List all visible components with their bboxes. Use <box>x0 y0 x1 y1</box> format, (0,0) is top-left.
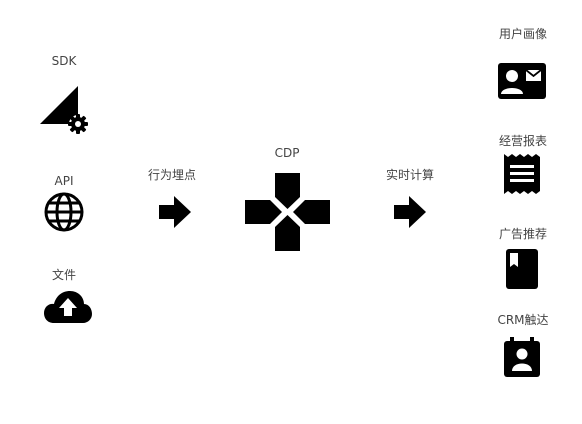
contact-mail-icon <box>498 63 546 99</box>
file-label: 文件 <box>51 268 77 282</box>
move-arrows-icon <box>245 173 330 251</box>
sdk-label: SDK <box>51 54 77 68</box>
arrow-right-icon <box>159 196 191 228</box>
compute-label: 实时计算 <box>385 168 435 182</box>
crm-label: CRM触达 <box>497 313 549 327</box>
cloud-upload-icon <box>44 290 92 324</box>
ads-label: 广告推荐 <box>498 227 548 241</box>
signal-gear-icon <box>40 86 90 134</box>
api-label: API <box>54 174 74 188</box>
receipt-icon <box>504 154 540 194</box>
profile-label: 用户画像 <box>498 27 548 41</box>
arrow-right-icon <box>394 196 426 228</box>
globe-icon <box>44 192 84 232</box>
report-label: 经营报表 <box>498 134 548 148</box>
hub-label: CDP <box>274 146 300 160</box>
book-icon <box>506 249 538 289</box>
collect-label: 行为埋点 <box>147 168 197 182</box>
contact-calendar-icon <box>504 337 540 377</box>
